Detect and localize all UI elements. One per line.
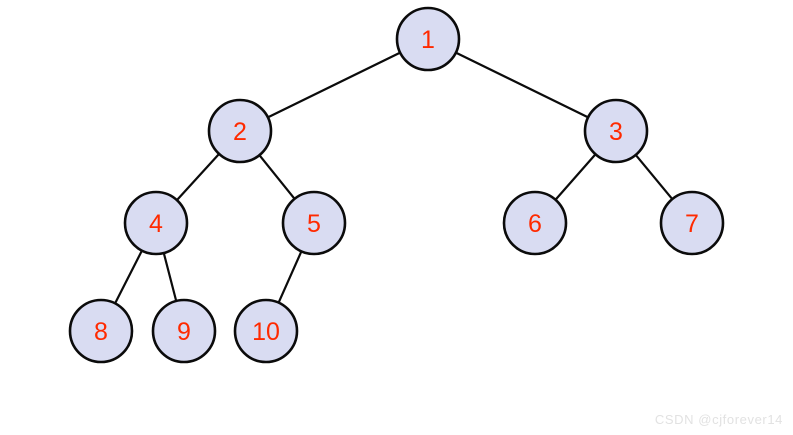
- node-circle-9[interactable]: [151, 298, 217, 364]
- node-circle-7[interactable]: [659, 190, 725, 256]
- node-label-4: 4: [149, 210, 163, 238]
- tree-edge-4-9: [162, 251, 178, 303]
- node-circle-2[interactable]: [207, 98, 273, 164]
- tree-node-4[interactable]: 4: [123, 190, 189, 256]
- node-label-1: 1: [421, 26, 435, 54]
- tree-node-2[interactable]: 2: [207, 98, 273, 164]
- tree-edge-3-7: [634, 153, 674, 201]
- tree-node-6[interactable]: 6: [502, 190, 568, 256]
- tree-edge-1-3: [454, 51, 590, 119]
- node-label-10: 10: [252, 318, 280, 346]
- tree-node-3[interactable]: 3: [583, 98, 649, 164]
- tree-node-10[interactable]: 10: [233, 298, 299, 364]
- tree-node-9[interactable]: 9: [151, 298, 217, 364]
- tree-node-5[interactable]: 5: [281, 190, 347, 256]
- tree-edge-3-6: [554, 153, 597, 201]
- node-circle-3[interactable]: [583, 98, 649, 164]
- tree-node-7[interactable]: 7: [659, 190, 725, 256]
- tree-edge-4-8: [113, 249, 144, 305]
- node-circle-10[interactable]: [233, 298, 299, 364]
- node-label-5: 5: [307, 210, 321, 238]
- node-circle-4[interactable]: [123, 190, 189, 256]
- node-label-2: 2: [233, 118, 247, 146]
- node-label-9: 9: [177, 318, 191, 346]
- node-layer: 1 2 3 4 5 6 7 8 9 10: [68, 6, 725, 364]
- node-label-7: 7: [685, 210, 699, 238]
- tree-node-8[interactable]: 8: [68, 298, 134, 364]
- tree-edge-2-4: [175, 152, 221, 202]
- node-label-3: 3: [609, 118, 623, 146]
- tree-edge-1-2: [266, 51, 402, 119]
- watermark-text: CSDN @cjforever14: [654, 412, 783, 427]
- node-circle-5[interactable]: [281, 190, 347, 256]
- edge-layer: [113, 51, 674, 305]
- node-label-8: 8: [94, 318, 108, 346]
- node-circle-8[interactable]: [68, 298, 134, 364]
- tree-edge-5-10: [277, 250, 303, 304]
- node-label-6: 6: [528, 210, 542, 238]
- node-circle-1[interactable]: [395, 6, 461, 72]
- node-circle-6[interactable]: [502, 190, 568, 256]
- tree-node-1[interactable]: 1: [395, 6, 461, 72]
- tree-edge-2-5: [258, 154, 296, 200]
